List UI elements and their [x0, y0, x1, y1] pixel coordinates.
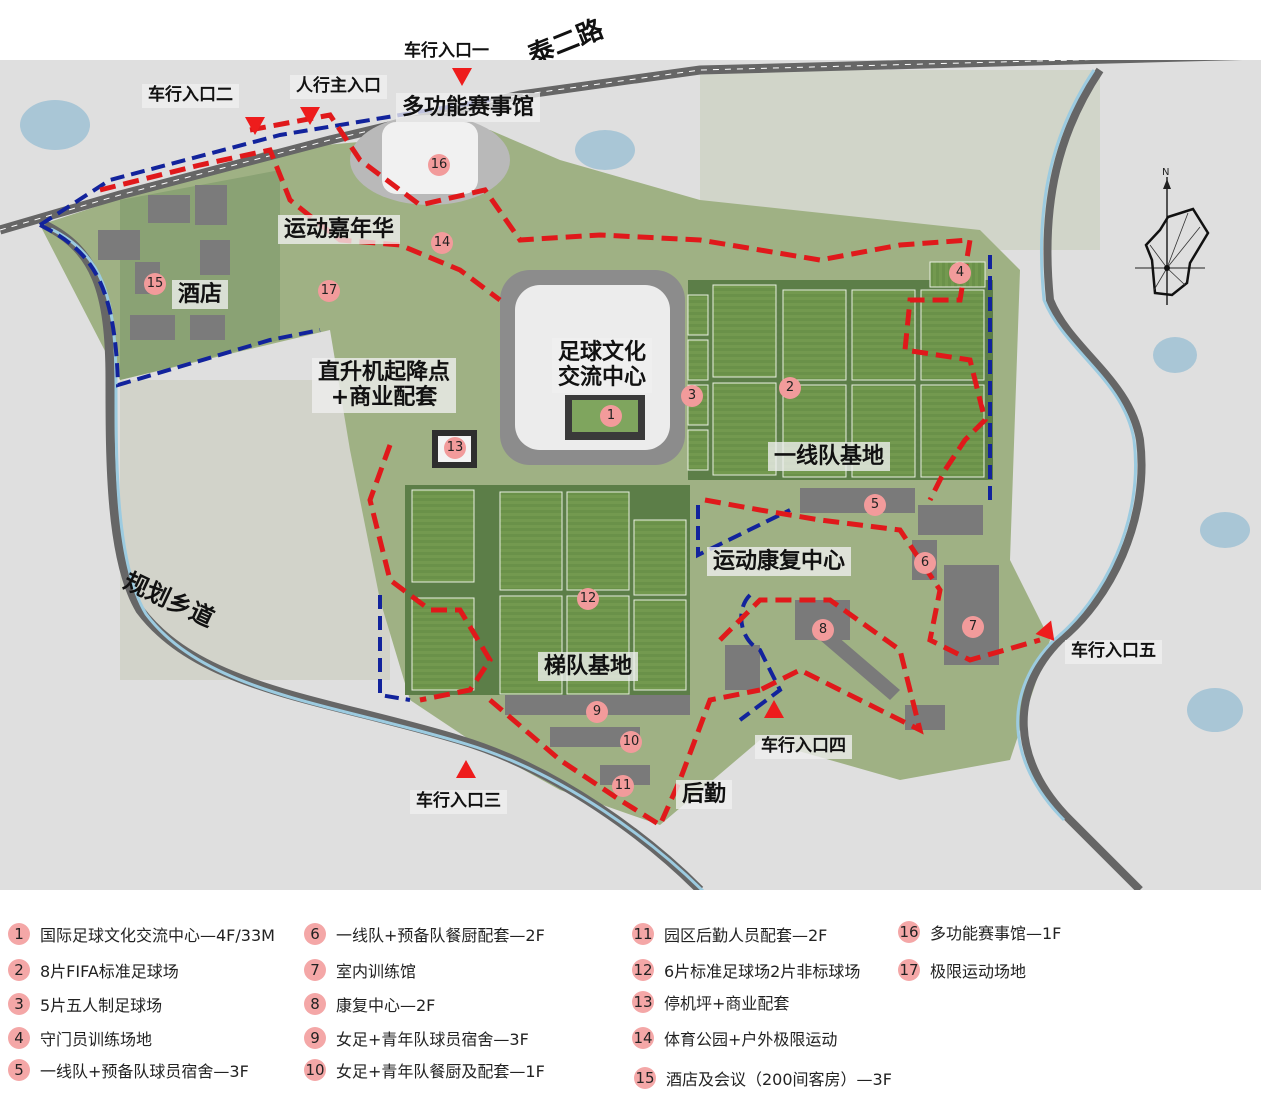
entrance-vehicle-2-label: 车行入口二 — [142, 84, 239, 108]
legend-item-1: 1 国际足球文化交流中心—4F/33M — [8, 922, 275, 946]
legend-number-badge: 8 — [304, 993, 326, 1015]
entrance-arrow-1 — [452, 68, 472, 86]
legend-number-badge: 1 — [8, 923, 30, 945]
marker-11: 11 — [612, 775, 634, 797]
legend-item-text: 5片五人制足球场 — [40, 996, 163, 1015]
legend-item-3: 3 5片五人制足球场 — [8, 992, 162, 1016]
legend-item-10: 10 女足+青年队餐厨及配套—1F — [304, 1058, 545, 1082]
entrance-vehicle-5-label: 车行入口五 — [1065, 640, 1162, 664]
legend-item-text: 6片标准足球场2片非标球场 — [664, 962, 861, 981]
entrance-vehicle-3-label: 车行入口三 — [410, 790, 507, 814]
legend-number-badge: 10 — [304, 1059, 326, 1081]
marker-3: 3 — [681, 385, 703, 407]
zone-helipad-label: 直升机起降点 +商业配套 — [312, 358, 457, 413]
legend-item-text: 守门员训练场地 — [40, 1030, 153, 1049]
legend-item-text: 停机坪+商业配套 — [664, 994, 790, 1013]
legend-number-badge: 16 — [898, 921, 920, 943]
zone-hotel-label: 酒店 — [172, 280, 229, 310]
legend-item-text: 女足+青年队球员宿舍—3F — [336, 1030, 529, 1049]
marker-12: 12 — [577, 588, 599, 610]
legend-item-2: 2 8片FIFA标准足球场 — [8, 958, 179, 982]
svg-text:N: N — [1162, 167, 1169, 178]
marker-4: 4 — [949, 262, 971, 284]
entrance-pedestrian-main-label: 人行主入口 — [290, 75, 387, 99]
zone-helipad-line2: +商业配套 — [330, 385, 438, 411]
zone-culture-center-label: 足球文化 交流中心 — [552, 338, 653, 393]
zone-carnival-label: 运动嘉年华 — [278, 215, 401, 245]
legend-number-badge: 14 — [632, 1027, 654, 1049]
entrance-arrow-3 — [456, 760, 476, 778]
legend-item-text: 园区后勤人员配套—2F — [664, 926, 828, 945]
legend: 1 国际足球文化交流中心—4F/33M 2 8片FIFA标准足球场 3 5片五人制足球… — [0, 918, 1261, 1109]
marker-13: 13 — [444, 437, 466, 459]
zone-logistics-label: 后勤 — [676, 780, 733, 810]
legend-item-17: 17 极限运动场地 — [898, 958, 1026, 982]
entrance-vehicle-1-label: 车行入口一 — [404, 41, 489, 61]
legend-item-5: 5 一线队+预备队球员宿舍—3F — [8, 1058, 249, 1082]
legend-item-7: 7 室内训练馆 — [304, 958, 416, 982]
legend-item-9: 9 女足+青年队球员宿舍—3F — [304, 1026, 529, 1050]
legend-number-badge: 6 — [304, 923, 326, 945]
zone-helipad-line1: 直升机起降点 — [318, 360, 451, 385]
legend-item-8: 8 康复中心—2F — [304, 992, 435, 1016]
legend-item-text: 国际足球文化交流中心—4F/33M — [40, 926, 275, 945]
marker-8: 8 — [812, 619, 834, 641]
legend-number-badge: 5 — [8, 1059, 30, 1081]
marker-10: 10 — [620, 731, 642, 753]
legend-number-badge: 13 — [632, 991, 654, 1013]
legend-item-text: 室内训练馆 — [336, 962, 417, 981]
legend-number-badge: 2 — [8, 959, 30, 981]
map-base-graphics — [0, 60, 1261, 890]
entrance-vehicle-4-label: 车行入口四 — [755, 735, 852, 759]
legend-item-13: 13 停机坪+商业配套 — [632, 990, 789, 1014]
legend-item-text: 极限运动场地 — [930, 962, 1027, 981]
entrance-arrow-pedestrian — [300, 107, 320, 125]
zone-culture-line2: 交流中心 — [558, 365, 647, 391]
site-plan-map: 车行入口二 人行主入口 车行入口三 车行入口四 车行入口五 多功能赛事馆 运动嘉… — [0, 60, 1261, 890]
legend-item-text: 女足+青年队餐厨及配套—1F — [336, 1062, 545, 1081]
marker-5: 5 — [864, 494, 886, 516]
legend-item-12: 12 6片标准足球场2片非标球场 — [632, 958, 860, 982]
legend-number-badge: 17 — [898, 959, 920, 981]
legend-item-14: 14 体育公园+户外极限运动 — [632, 1026, 837, 1050]
zone-echelon-label: 梯队基地 — [538, 652, 639, 682]
zone-rehab-label: 运动康复中心 — [707, 547, 852, 577]
legend-item-11: 11 园区后勤人员配套—2F — [632, 922, 827, 946]
legend-item-text: 酒店及会议（200间客房）—3F — [666, 1070, 892, 1089]
legend-number-badge: 7 — [304, 959, 326, 981]
legend-item-text: 康复中心—2F — [336, 996, 436, 1015]
legend-number-badge: 3 — [8, 993, 30, 1015]
legend-item-4: 4 守门员训练场地 — [8, 1026, 152, 1050]
legend-number-badge: 9 — [304, 1027, 326, 1049]
marker-2: 2 — [779, 377, 801, 399]
legend-number-badge: 11 — [632, 923, 654, 945]
zone-arena-label: 多功能赛事馆 — [396, 93, 541, 123]
zone-culture-line1: 足球文化 — [558, 340, 647, 365]
compass-wind-rose-icon: N — [1130, 165, 1210, 305]
legend-item-16: 16 多功能赛事馆—1F — [898, 920, 1061, 944]
legend-item-text: 多功能赛事馆—1F — [930, 924, 1062, 943]
marker-14: 14 — [431, 232, 453, 254]
legend-item-text: 一线队+预备队餐厨配套—2F — [336, 926, 545, 945]
legend-item-15: 15 酒店及会议（200间客房）—3F — [634, 1066, 892, 1090]
marker-9: 9 — [586, 701, 608, 723]
entrance-arrow-2 — [245, 117, 265, 135]
entrance-arrow-4 — [764, 700, 784, 718]
legend-item-text: 体育公园+户外极限运动 — [664, 1030, 838, 1049]
marker-1: 1 — [600, 405, 622, 427]
legend-item-text: 一线队+预备队球员宿舍—3F — [40, 1062, 249, 1081]
marker-15: 15 — [144, 273, 166, 295]
marker-16: 16 — [428, 154, 450, 176]
legend-number-badge: 4 — [8, 1027, 30, 1049]
marker-7: 7 — [962, 616, 984, 638]
legend-number-badge: 15 — [634, 1067, 656, 1089]
legend-item-text: 8片FIFA标准足球场 — [40, 962, 179, 981]
legend-number-badge: 12 — [632, 959, 654, 981]
marker-6: 6 — [914, 552, 936, 574]
zone-first-team-label: 一线队基地 — [768, 442, 891, 472]
marker-17: 17 — [318, 280, 340, 302]
legend-item-6: 6 一线队+预备队餐厨配套—2F — [304, 922, 545, 946]
